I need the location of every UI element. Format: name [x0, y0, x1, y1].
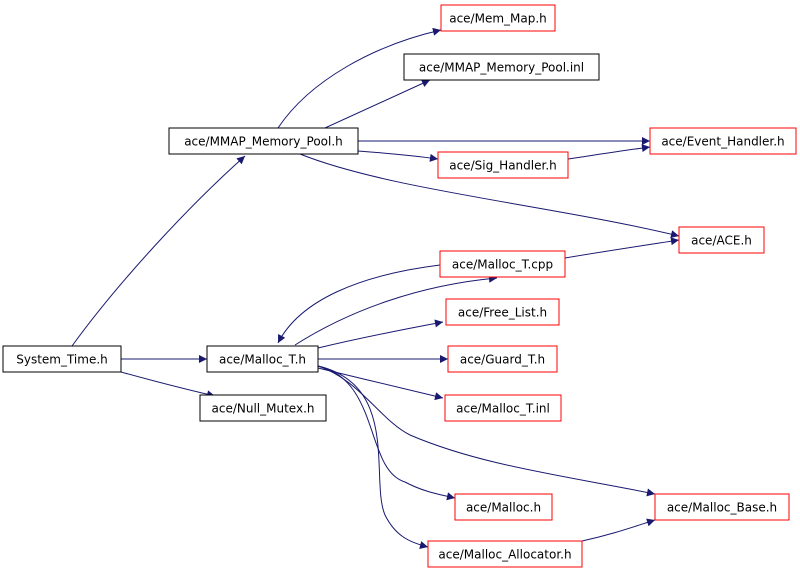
edge-layer — [71, 27, 680, 549]
node-malloc-h[interactable]: ace/Malloc.h — [454, 493, 553, 521]
node-free-list[interactable]: ace/Free_List.h — [445, 298, 560, 326]
edge-malloc-t-cpp-to-malloc-t — [277, 264, 441, 344]
node-mmap-memory-pool-inl-label: ace/MMAP_Memory_Pool.inl — [419, 61, 584, 75]
edge-malloc-t-cpp-to-ace — [564, 237, 680, 259]
node-mmap-memory-pool-inl[interactable]: ace/MMAP_Memory_Pool.inl — [403, 53, 600, 81]
node-mmap-memory-pool[interactable]: ace/MMAP_Memory_Pool.h — [168, 127, 359, 155]
node-malloc-allocator[interactable]: ace/Malloc_Allocator.h — [427, 540, 583, 568]
edge-mmap-memory-pool-to-mem-map — [277, 27, 442, 129]
node-malloc-t-cpp[interactable]: ace/Malloc_T.cpp — [439, 250, 566, 278]
node-null-mutex[interactable]: ace/Null_Mutex.h — [199, 394, 327, 422]
node-malloc-t-inl[interactable]: ace/Malloc_T.inl — [444, 394, 562, 422]
node-sig-handler[interactable]: ace/Sig_Handler.h — [437, 151, 569, 179]
edge-malloc-t-to-malloc-h — [317, 365, 456, 501]
node-malloc-t-cpp-label: ace/Malloc_T.cpp — [452, 258, 553, 272]
node-null-mutex-label: ace/Null_Mutex.h — [212, 402, 315, 416]
node-ace-label: ace/ACE.h — [691, 234, 752, 248]
node-malloc-base-label: ace/Malloc_Base.h — [667, 501, 777, 515]
edge-malloc-allocator-to-malloc-base — [581, 518, 656, 542]
edge-mmap-memory-pool-to-mmap-memory-pool-inl — [324, 79, 431, 129]
edge-system-time-to-mmap-memory-pool — [71, 155, 246, 347]
edge-system-time-to-null-mutex — [120, 371, 216, 399]
node-malloc-t[interactable]: ace/Malloc_T.h — [206, 345, 319, 373]
node-malloc-allocator-label: ace/Malloc_Allocator.h — [438, 548, 571, 562]
edge-malloc-t-to-malloc-t-cpp — [294, 274, 498, 346]
node-malloc-t-label: ace/Malloc_T.h — [219, 353, 306, 367]
node-malloc-base[interactable]: ace/Malloc_Base.h — [654, 493, 790, 521]
node-event-handler-label: ace/Event_Handler.h — [661, 135, 784, 149]
node-mem-map[interactable]: ace/Mem_Map.h — [440, 4, 556, 32]
node-mmap-memory-pool-label: ace/MMAP_Memory_Pool.h — [184, 135, 343, 149]
edge-mmap-memory-pool-to-ace — [299, 153, 680, 239]
node-system-time[interactable]: System_Time.h — [2, 345, 122, 373]
node-mem-map-label: ace/Mem_Map.h — [449, 12, 547, 26]
edge-sig-handler-to-event-handler — [567, 144, 651, 160]
node-guard-t-label: ace/Guard_T.h — [460, 353, 545, 367]
edge-malloc-t-to-free-list — [317, 319, 444, 349]
node-system-time-label: System_Time.h — [16, 353, 108, 367]
node-malloc-h-label: ace/Malloc.h — [466, 501, 541, 515]
node-ace[interactable]: ace/ACE.h — [678, 226, 765, 254]
node-event-handler[interactable]: ace/Event_Handler.h — [649, 127, 797, 155]
node-layer: System_Time.h ace/MMAP_Memory_Pool.h ace… — [2, 4, 797, 568]
node-free-list-label: ace/Free_List.h — [458, 306, 547, 320]
edge-malloc-t-to-malloc-allocator — [317, 365, 429, 549]
node-sig-handler-label: ace/Sig_Handler.h — [449, 159, 557, 173]
edge-mmap-memory-pool-to-sig-handler — [357, 150, 439, 162]
node-guard-t[interactable]: ace/Guard_T.h — [447, 345, 558, 373]
node-malloc-t-inl-label: ace/Malloc_T.inl — [456, 402, 550, 416]
edge-malloc-t-to-malloc-base — [317, 365, 656, 497]
